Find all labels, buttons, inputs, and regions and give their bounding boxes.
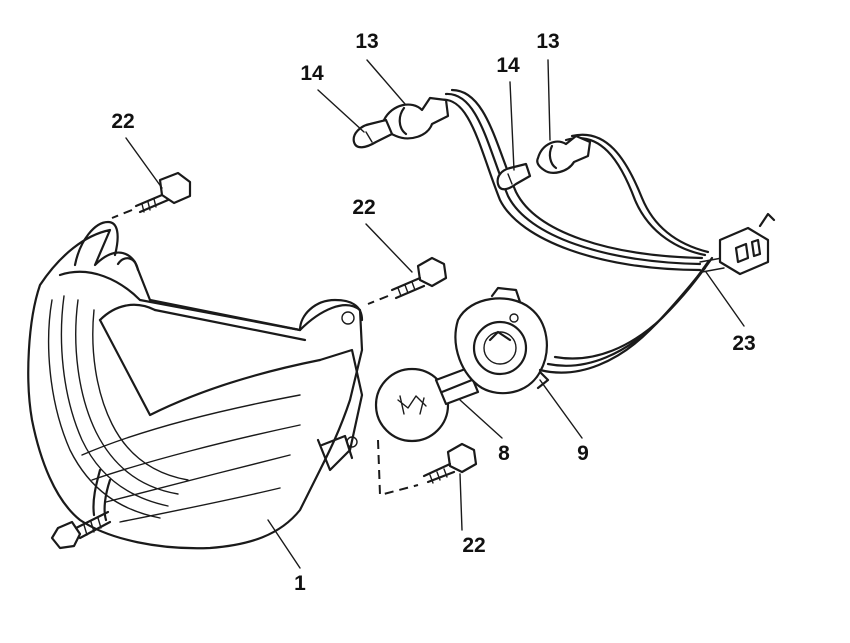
- callout-13-left: 13: [355, 30, 378, 53]
- callout-labels: 1 8 9 13 13 14 14 22 22 22 23: [111, 30, 755, 595]
- headlight-housing: [27, 220, 364, 550]
- leader-22-middle: [365, 223, 413, 273]
- callout-8: 8: [498, 442, 510, 465]
- leader-1: [267, 519, 301, 569]
- leader-22-lower: [459, 473, 463, 531]
- callout-9: 9: [577, 442, 589, 465]
- callout-14-left: 14: [300, 62, 324, 85]
- leader-14-left: [317, 89, 365, 133]
- callout-1: 1: [294, 572, 306, 595]
- leader-14-right: [509, 81, 515, 171]
- headlight-bulb: [374, 366, 480, 443]
- wiring-harness: [438, 88, 776, 374]
- leader-13-right: [547, 59, 551, 141]
- leader-9: [539, 379, 583, 439]
- callout-14-right: 14: [496, 54, 520, 77]
- bulb-socket: [454, 286, 550, 395]
- leader-lines: [125, 59, 745, 569]
- bolt-22-middle: [367, 256, 448, 305]
- leader-23: [705, 271, 745, 327]
- position-lamp-socket-left: [382, 96, 450, 140]
- bolt-22-lower: [377, 439, 478, 497]
- position-lamp-bulb-right: [496, 162, 532, 191]
- position-lamp-bulb-left: [352, 118, 394, 149]
- callout-22-lower: 22: [462, 534, 485, 557]
- bolt-22-upper-left: [111, 171, 192, 219]
- position-lamp-socket-right: [536, 134, 592, 174]
- housing-mounting-bolt: [50, 510, 112, 550]
- leader-8: [459, 399, 503, 439]
- callout-22-upper-left: 22: [111, 110, 134, 133]
- callout-23: 23: [732, 332, 755, 355]
- leader-13-left: [366, 59, 406, 105]
- leader-22-upper-left: [125, 137, 163, 189]
- callout-13-right: 13: [536, 30, 559, 53]
- callout-22-middle: 22: [352, 196, 375, 219]
